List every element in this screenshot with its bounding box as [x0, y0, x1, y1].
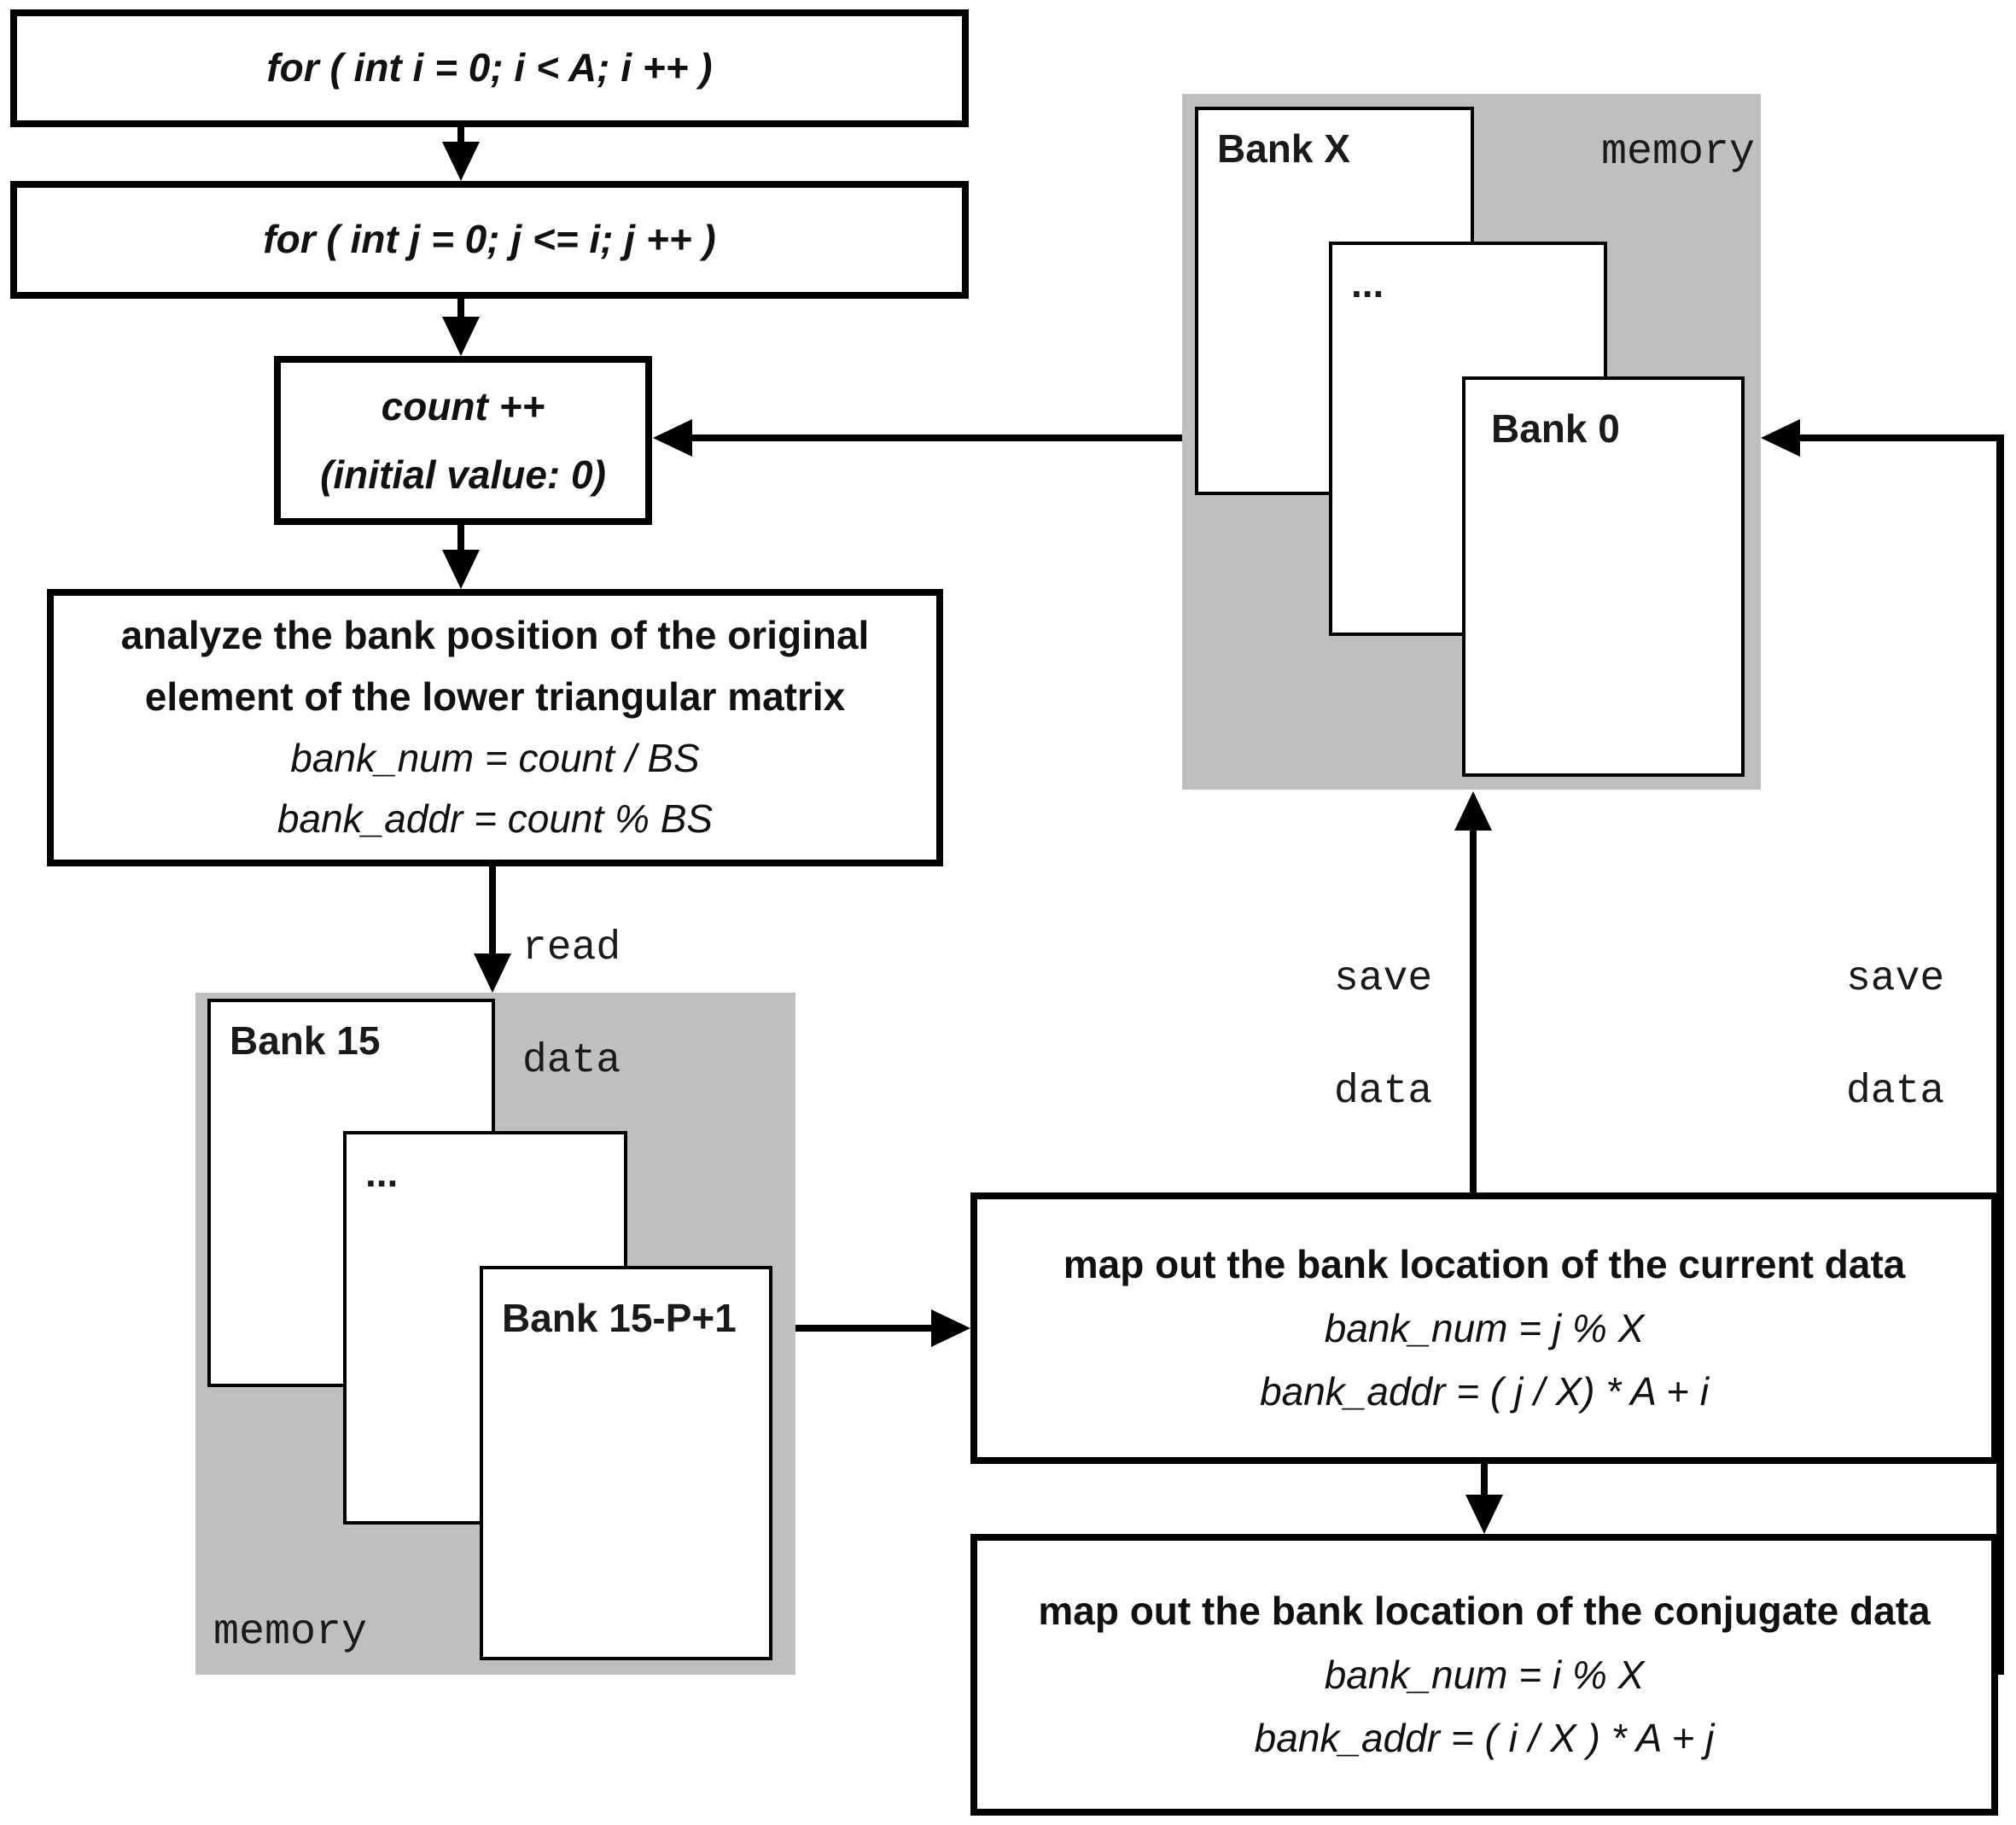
arrow-memory-to-count-shaft — [692, 434, 1182, 441]
arrow-count-to-analyze-shaft — [457, 525, 464, 550]
memory-label-bottom: memory — [213, 1608, 368, 1657]
for-i-loop-box: for ( int i = 0; i < A; i ++ ) — [10, 9, 969, 127]
analyze-bank-position-box: analyze the bank position of the origina… — [47, 589, 943, 866]
arrow-read-data-head — [474, 953, 511, 993]
bank-card-15-p1-label: Bank 15-P+1 — [502, 1296, 737, 1340]
bank-card-15-label: Bank 15 — [230, 1018, 381, 1063]
arrow-for-j-to-count-head — [442, 317, 480, 356]
for-j-loop-box: for ( int j = 0; j <= i; j ++ ) — [10, 181, 969, 299]
current-formula-bank-addr: bank_addr = ( j / X) * A + i — [1260, 1369, 1709, 1414]
analyze-title-line1: analyze the bank position of the origina… — [120, 613, 870, 657]
memory-label-top: memory — [1601, 128, 1756, 177]
arrow-save-left-head — [1454, 791, 1492, 831]
arrow-memory-to-current-shaft — [795, 1325, 931, 1332]
arrow-for-i-to-for-j-shaft — [457, 127, 464, 142]
read-data-label: read data — [522, 864, 621, 1146]
arrow-read-data-shaft — [489, 866, 496, 953]
map-conjugate-data-box: map out the bank location of the conjuga… — [970, 1534, 1998, 1816]
bank-card-15-p1: Bank 15-P+1 — [480, 1266, 772, 1660]
arrow-current-to-conjugate-shaft — [1481, 1464, 1488, 1495]
bank-card-ellipsis-bottom-label: ... — [365, 1151, 399, 1195]
for-j-loop-text: for ( int j = 0; j <= i; j ++ ) — [263, 217, 716, 262]
count-increment-box: count ++ (initial value: 0) — [274, 356, 652, 525]
save-data-right-line1: save — [1846, 956, 1945, 1002]
arrow-save-left-shaft — [1470, 831, 1477, 1192]
count-line2: (initial value: 0) — [320, 452, 606, 497]
save-data-right-line2: data — [1846, 1069, 1945, 1115]
arrow-for-i-to-for-j-head — [442, 142, 480, 181]
current-formula-bank-num: bank_num = j % X — [1324, 1305, 1645, 1350]
arrow-memory-to-current-head — [931, 1309, 970, 1347]
arrow-count-to-analyze-head — [442, 550, 480, 589]
conjugate-formula-bank-addr: bank_addr = ( i / X ) * A + j — [1254, 1716, 1715, 1761]
conjugate-title: map out the bank location of the conjuga… — [1038, 1589, 1931, 1634]
bank-card-ellipsis-top-label: ... — [1351, 261, 1384, 306]
analyze-formula-bank-num: bank_num = count / BS — [290, 735, 700, 780]
bank-card-0: Bank 0 — [1462, 376, 1745, 777]
read-data-line1: read — [522, 925, 621, 971]
save-data-label-right: save data — [1846, 895, 1944, 1176]
map-current-data-box: map out the bank location of the current… — [970, 1192, 1998, 1464]
arrow-for-j-to-count-shaft — [457, 299, 464, 317]
count-line1: count ++ — [381, 383, 545, 429]
arrow-memory-to-count-head — [653, 419, 692, 457]
bank-card-0-label: Bank 0 — [1491, 406, 1620, 451]
for-i-loop-text: for ( int i = 0; i < A; i ++ ) — [266, 45, 713, 90]
read-data-line2: data — [522, 1038, 621, 1084]
save-data-label-left: save data — [1334, 895, 1432, 1176]
arrow-save-right-horizontal-shaft — [1800, 434, 2004, 441]
bank-card-x-label: Bank X — [1217, 126, 1350, 171]
conjugate-formula-bank-num: bank_num = i % X — [1324, 1652, 1645, 1697]
analyze-formula-bank-addr: bank_addr = count % BS — [277, 796, 714, 842]
arrow-save-right-head — [1761, 419, 1800, 457]
arrow-current-to-conjugate-head — [1465, 1495, 1503, 1534]
save-data-left-line1: save — [1334, 956, 1433, 1002]
save-data-left-line2: data — [1334, 1069, 1433, 1115]
arrow-save-right-vertical-shaft — [1996, 434, 2004, 1675]
current-title: map out the bank location of the current… — [1063, 1242, 1906, 1287]
analyze-title-line2: element of the lower triangular matrix — [144, 673, 846, 719]
